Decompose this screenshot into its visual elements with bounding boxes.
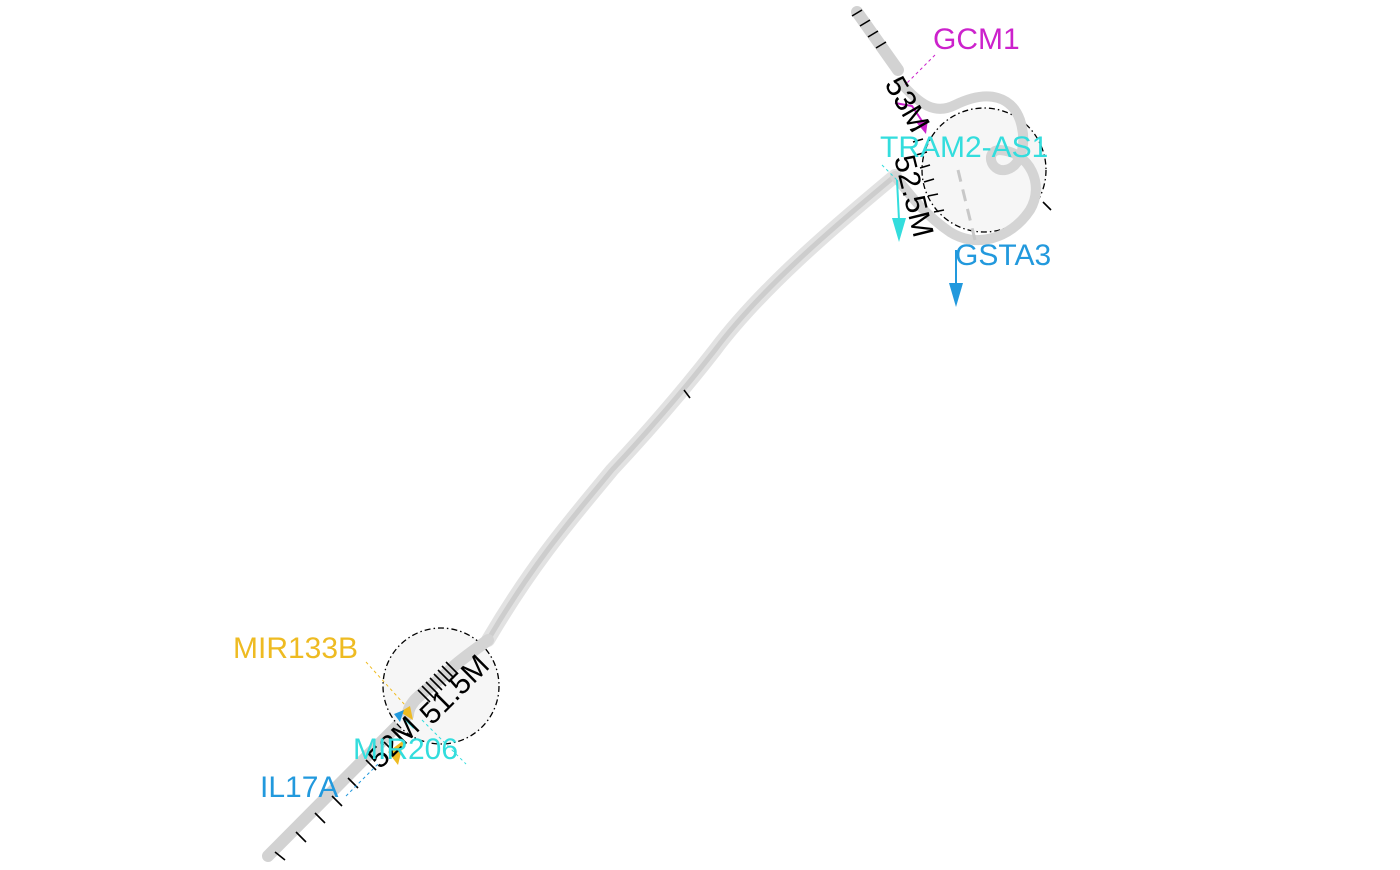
gcm1-arrowhead bbox=[916, 119, 928, 134]
gene-label-gsta3: GSTA3 bbox=[955, 239, 1051, 272]
fiber-bottom-end bbox=[262, 709, 414, 862]
loop-dash-top bbox=[956, 169, 977, 241]
il17a-marker bbox=[394, 710, 404, 722]
fiber-main-track bbox=[481, 169, 902, 647]
tick-marks-top bbox=[683, 9, 1052, 399]
chromatin-fiber bbox=[262, 6, 904, 862]
zoom-circle-top bbox=[921, 107, 1047, 233]
gene-label-il17a: IL17A bbox=[260, 771, 338, 804]
fiber-main-core bbox=[485, 173, 898, 643]
gene-labels: GCM1 TRAM2-AS1 GSTA3 MIR133B MIR206 IL17… bbox=[233, 23, 1051, 804]
mir133b-leader bbox=[365, 661, 406, 706]
gsta3-arrowhead bbox=[949, 283, 963, 307]
mir206-leader bbox=[421, 719, 467, 765]
gene-label-mir133b: MIR133B bbox=[233, 632, 358, 665]
gcm1-arrow bbox=[894, 102, 925, 125]
fiber-top-end bbox=[851, 6, 904, 76]
zoom-loop-top bbox=[683, 9, 1052, 399]
tram2-as1-arrow bbox=[896, 179, 900, 221]
mir133b-arrowhead bbox=[388, 740, 404, 765]
gene-markers bbox=[345, 54, 963, 797]
tram2-as1-arrowhead bbox=[892, 218, 906, 242]
loop-fiber-top bbox=[890, 77, 1041, 246]
gene-label-tram2-as1: TRAM2-AS1 bbox=[880, 131, 1048, 164]
mir206-mark bbox=[403, 717, 415, 729]
gene-label-mir206: MIR206 bbox=[353, 733, 458, 766]
gene-label-gcm1: GCM1 bbox=[933, 23, 1020, 56]
gcm1-leader bbox=[904, 54, 936, 86]
il17a-leader bbox=[345, 763, 379, 797]
mir133b-marker bbox=[400, 706, 413, 720]
